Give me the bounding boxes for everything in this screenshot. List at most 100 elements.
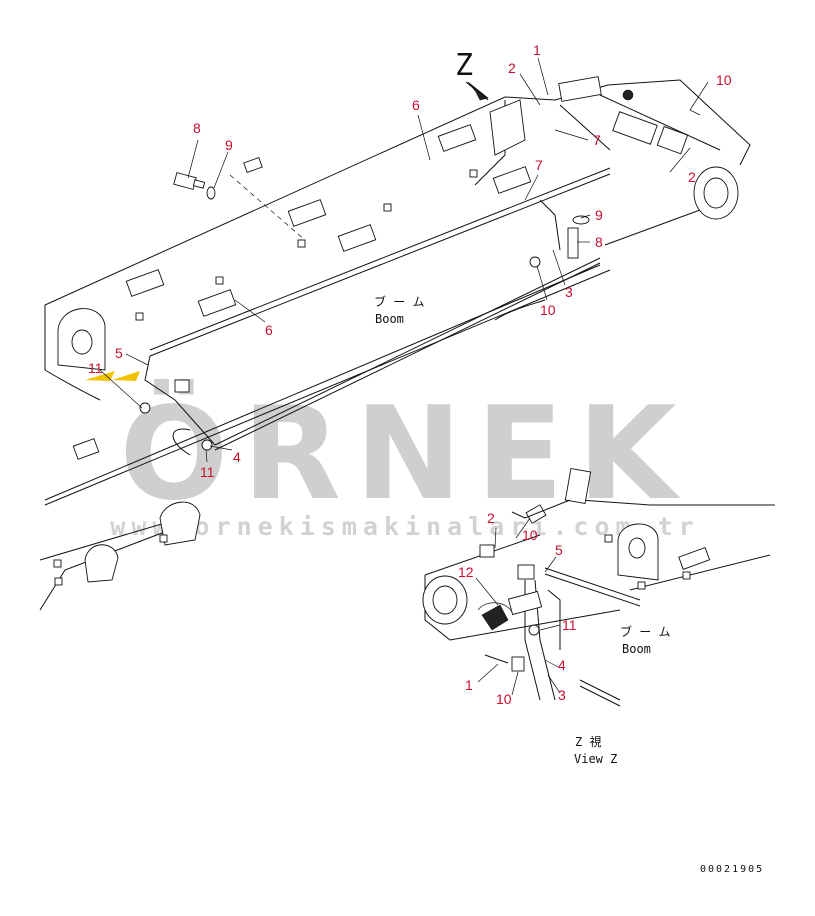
part-number-label: 1 [465,677,473,693]
part-number-label: 9 [225,137,233,153]
boom-underside [494,299,546,321]
part-number-label: 4 [233,449,241,465]
part-number-label: 3 [565,284,573,300]
bolt-right [567,227,579,259]
part-number-label: 4 [558,657,566,673]
part-number-label: 11 [88,360,103,376]
bolt-head [173,172,197,190]
valve-block [489,99,526,156]
watermark-brand: ÖRNEK [119,379,690,529]
detail-clamp [678,546,711,570]
detail-bolt-1 [484,654,509,664]
nut [135,312,144,321]
detail-bracket-hole [628,537,646,559]
detail-pipe-e [547,589,561,650]
nut [54,577,63,586]
detail-sensor-body [477,602,513,613]
boom-foot-top [607,79,751,166]
fitting-10 [529,256,541,268]
part-number-label: 1 [533,42,541,58]
pipe-upper-2 [149,173,611,357]
boom-label-en: Boom [375,312,404,326]
detail-boom-top-2 [579,499,775,506]
detail-manifold [507,590,543,616]
nut [215,276,224,285]
clamp [437,124,477,152]
connector-block-2 [612,111,658,145]
boom-bottom-edge-2 [39,527,176,611]
watermark-url: www.ornekismakinalari.com.tr [110,512,699,541]
view-marker-letter: Z [455,48,473,83]
clamp [492,166,532,194]
view-z-caption-jp: Z 視 [575,734,601,749]
detail-pipe-b [544,573,641,607]
boom-lower-edge-2 [44,269,611,506]
view-z-caption-en: View Z [574,752,617,766]
part-number-label: 5 [555,542,563,558]
boom-lower-bracket-2 [84,544,119,583]
part-number-label: 11 [200,464,215,480]
washer [206,186,216,200]
clamp [243,156,263,174]
clamp [125,269,165,297]
detail-nut [637,581,646,590]
watermark: ÖRNEK www.ornekismakinalari.com.tr [85,371,699,541]
detail-pin-hole [432,585,458,615]
clamp [72,438,100,460]
pipe-bend-left [144,355,216,446]
detail-fitting-11 [528,624,540,636]
pipe-to-block [559,104,611,151]
harness [599,94,721,151]
part-number-label: 10 [540,302,556,318]
nut [469,169,478,178]
part-number-label: 10 [716,72,732,88]
sensor-head [622,89,634,101]
clamp [197,289,237,317]
clamp-group [72,124,532,460]
connector-block-3 [656,125,689,155]
fitting-11b [139,402,151,414]
pipe-lower-2 [214,262,601,451]
bracket-5 [174,379,190,393]
view-arrow-shaft [465,81,489,101]
boom-left-curve [44,369,101,401]
detail-fitting-10 [511,656,525,672]
boom-lower-edge [44,264,601,501]
part-number-label: 8 [595,234,603,250]
part-number-label: 2 [688,169,696,185]
nut [53,559,62,568]
pipe-loop-left [172,428,191,456]
detail-hose [511,499,571,519]
nut [383,203,392,212]
detail-nut [604,534,613,543]
part-number-label: 12 [458,564,474,580]
document-number: 00021905 [700,864,764,875]
detail-sensor-12 [481,604,509,631]
part-number-label: 8 [193,120,201,136]
part-number-label: 9 [595,207,603,223]
washer-right [572,215,590,225]
nut [297,239,306,248]
nut-group [53,169,478,586]
part-number-label: 11 [562,617,577,633]
detail-valve [564,467,592,505]
leader-lines [99,57,709,463]
part-number-label: 7 [535,157,543,173]
detail-view-z: 2 10 5 12 11 4 1 10 3 ブ ー ム Boom Z 視 Vie… [422,467,775,766]
boom-top-edge [44,84,609,306]
bolt-centerline [229,174,306,241]
fitting-11 [201,439,213,451]
part-number-label: 2 [487,510,495,526]
pipe-lower-1 [214,257,601,446]
pipe-upper-1 [149,167,611,351]
nut [159,534,168,543]
part-number-label: 6 [265,322,273,338]
boom-bottom-edge [39,519,176,561]
detail-fitting [517,564,535,580]
part-number-label: 10 [522,527,538,543]
boom-foot-pin-hole [703,177,729,209]
detail-pipe-a [544,567,641,601]
part-number-label: 2 [508,60,516,76]
clamp [337,224,377,252]
